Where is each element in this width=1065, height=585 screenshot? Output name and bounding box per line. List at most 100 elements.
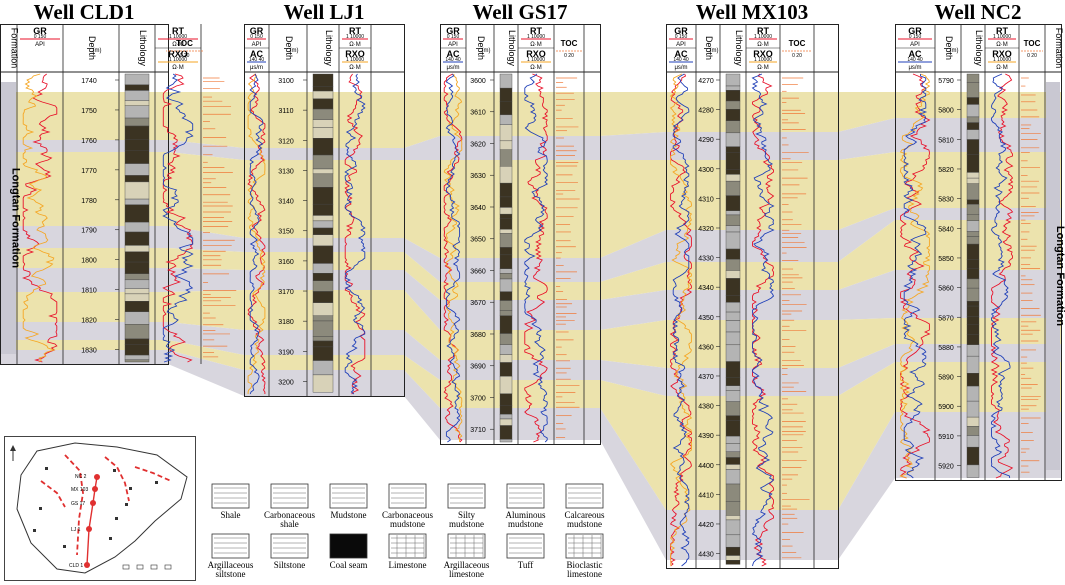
lithology-layer bbox=[312, 90, 334, 100]
lithology-layer bbox=[124, 231, 150, 246]
lithology-layer bbox=[312, 127, 334, 139]
lithology-layer bbox=[725, 435, 741, 444]
lithology-layer bbox=[499, 247, 513, 256]
legend-swatch bbox=[270, 483, 309, 509]
ac-curve bbox=[672, 73, 690, 567]
depth-header: Depth bbox=[284, 36, 294, 60]
lithology-layer bbox=[499, 268, 513, 274]
rxo-curve bbox=[751, 73, 775, 567]
map-well-label: MX 103 bbox=[71, 487, 88, 493]
lithology-layer bbox=[966, 199, 980, 205]
rxo-label: RXO bbox=[992, 49, 1012, 59]
well-title: Well CLD1 bbox=[34, 0, 135, 24]
lithology-layer bbox=[499, 149, 513, 167]
rxo-range: 1 10000 bbox=[993, 57, 1011, 63]
lithology-layer bbox=[312, 291, 334, 303]
lithology-layer bbox=[312, 340, 334, 348]
ac-unit: μs/m bbox=[674, 65, 687, 71]
lithology-layer bbox=[725, 120, 741, 134]
gr-range: 0 150 bbox=[447, 34, 460, 40]
lithology-layer bbox=[499, 413, 513, 420]
lithology-layer bbox=[124, 125, 150, 140]
legend-label: Shale bbox=[221, 510, 241, 520]
lithology-layer bbox=[725, 132, 741, 147]
depth-label: 3610 bbox=[470, 110, 486, 117]
legend-label: Mudstone bbox=[331, 510, 367, 520]
legend-swatch bbox=[506, 483, 545, 509]
rxo-range: 1 10000 bbox=[527, 57, 545, 63]
fault-line bbox=[134, 466, 172, 482]
gr-unit: API bbox=[35, 42, 45, 48]
lithology-layer bbox=[725, 225, 741, 233]
lithology-layer bbox=[124, 261, 150, 274]
depth-label: 3160 bbox=[278, 259, 294, 266]
lithology-header: Lithology bbox=[138, 30, 148, 67]
lithology-layer bbox=[124, 288, 150, 295]
depth-label: 5910 bbox=[938, 434, 954, 441]
depth-label: 4430 bbox=[698, 552, 714, 559]
depth-label: 1740 bbox=[81, 78, 97, 85]
lithology-layer bbox=[499, 254, 513, 270]
gr-unit: API bbox=[910, 42, 920, 48]
lithology-layer bbox=[725, 295, 741, 303]
toc-label: TOC bbox=[561, 39, 578, 48]
depth-label: 3600 bbox=[470, 78, 486, 85]
lithology-layer bbox=[966, 116, 980, 123]
lithology-layer bbox=[124, 311, 150, 325]
rt-unit: Ω·M bbox=[172, 42, 183, 48]
depth-label: 1820 bbox=[81, 318, 97, 325]
legend-label: mudstone bbox=[567, 519, 602, 529]
lithology-layer bbox=[966, 344, 980, 357]
lithology-layer bbox=[966, 464, 980, 478]
gr-range: 0 150 bbox=[909, 34, 922, 40]
map-well-label: LJ 1 bbox=[71, 527, 81, 533]
lithology-layer bbox=[124, 344, 150, 356]
depth-label: 4340 bbox=[698, 285, 714, 292]
depth-label: 3640 bbox=[470, 205, 486, 212]
toc-label: TOC bbox=[176, 39, 193, 48]
legend-swatch bbox=[270, 533, 309, 559]
formation-name: Longtan Formation bbox=[10, 168, 22, 268]
lithology-layer bbox=[312, 86, 334, 92]
gr-unit: API bbox=[676, 42, 686, 48]
formation-fill bbox=[1, 82, 16, 354]
rt-curve bbox=[344, 73, 366, 395]
depth-label: 3690 bbox=[470, 364, 486, 371]
rxo-unit: Ω·M bbox=[996, 65, 1007, 71]
gr-curve-secondary bbox=[22, 73, 56, 363]
lithology-layer bbox=[725, 546, 741, 556]
rt-label: RT bbox=[757, 26, 769, 36]
lithology-layer bbox=[725, 515, 741, 521]
depth-label: 1760 bbox=[81, 138, 97, 145]
lithology-layer bbox=[725, 483, 741, 502]
lithology-layer bbox=[312, 220, 334, 229]
depth-label: 3670 bbox=[470, 300, 486, 307]
gr-curve-secondary bbox=[443, 73, 463, 443]
lithology-layer bbox=[124, 204, 150, 223]
legend-item-limestone: Limestone bbox=[389, 533, 427, 570]
rt-label: RT bbox=[349, 26, 361, 36]
gr-curve-secondary bbox=[669, 73, 693, 567]
legend-label: Argillaceous bbox=[208, 560, 254, 570]
lithology-layer bbox=[966, 122, 980, 130]
ac-label: AC bbox=[909, 49, 922, 59]
lithology-layer bbox=[312, 98, 334, 110]
depth-label: 3110 bbox=[278, 108, 293, 115]
lithology-layer bbox=[966, 268, 980, 280]
depth-unit: (m) bbox=[93, 48, 102, 54]
lithology-layer bbox=[312, 203, 334, 216]
lithology-layer bbox=[725, 469, 741, 485]
well-title: Well GS17 bbox=[472, 0, 567, 24]
depth-label: 4410 bbox=[698, 492, 714, 499]
rxo-label: RXO bbox=[753, 49, 773, 59]
legend-swatch bbox=[329, 533, 368, 559]
gr-label: GR bbox=[33, 26, 47, 36]
legend-swatch bbox=[447, 483, 486, 509]
depth-label: 3630 bbox=[470, 173, 486, 180]
legend-swatch bbox=[211, 533, 250, 559]
